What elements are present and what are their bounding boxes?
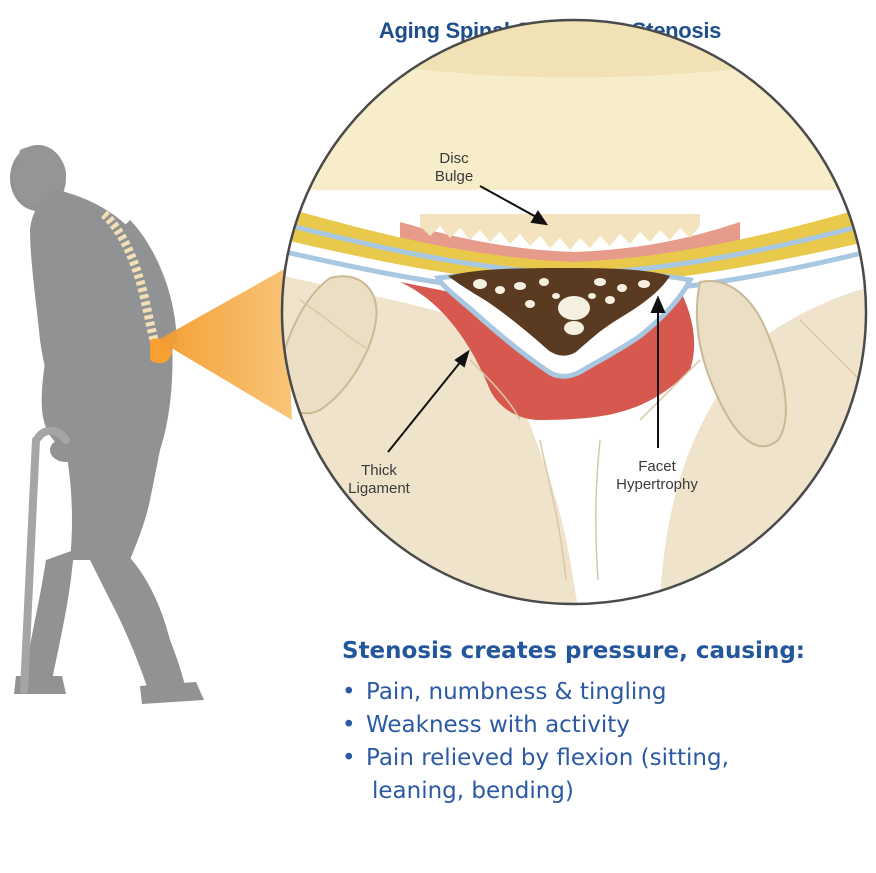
bullet-glyph: •: [342, 742, 356, 775]
symptom-text: Pain, numbness & tingling: [366, 679, 666, 705]
elderly-person-silhouette: [10, 145, 204, 704]
facet-hypertrophy-label: Facet Hypertrophy: [592, 458, 722, 494]
symptom-item: • Weakness with activity: [342, 709, 862, 742]
thick-label-line2: Ligament: [324, 480, 434, 498]
facet-label-line2: Hypertrophy: [592, 476, 722, 494]
symptom-text: Pain relieved by flexion (sitting,: [366, 745, 729, 771]
magnified-spinal-canal: [234, 0, 876, 620]
symptoms-heading: Stenosis creates pressure, causing:: [342, 638, 862, 664]
symptom-text: Weakness with activity: [366, 712, 630, 738]
facet-label-line1: Facet: [592, 458, 722, 476]
symptom-continuation: leaning, bending): [342, 775, 862, 808]
magnification-beam: [158, 268, 292, 420]
symptoms-list: • Pain, numbness & tingling • Weakness w…: [342, 676, 862, 808]
disc-bulge-label: Disc Bulge: [404, 150, 504, 186]
bullet-glyph: •: [342, 709, 356, 742]
disc-label-line2: Bulge: [404, 168, 504, 186]
thick-ligament-label: Thick Ligament: [324, 462, 434, 498]
symptoms-panel: Stenosis creates pressure, causing: • Pa…: [342, 638, 862, 808]
symptom-item: • Pain relieved by flexion (sitting,: [342, 742, 862, 775]
thick-label-line1: Thick: [324, 462, 434, 480]
symptom-continuation-text: leaning, bending): [372, 778, 574, 804]
disc-label-line1: Disc: [404, 150, 504, 168]
bullet-glyph: •: [342, 676, 356, 709]
symptom-item: • Pain, numbness & tingling: [342, 676, 862, 709]
